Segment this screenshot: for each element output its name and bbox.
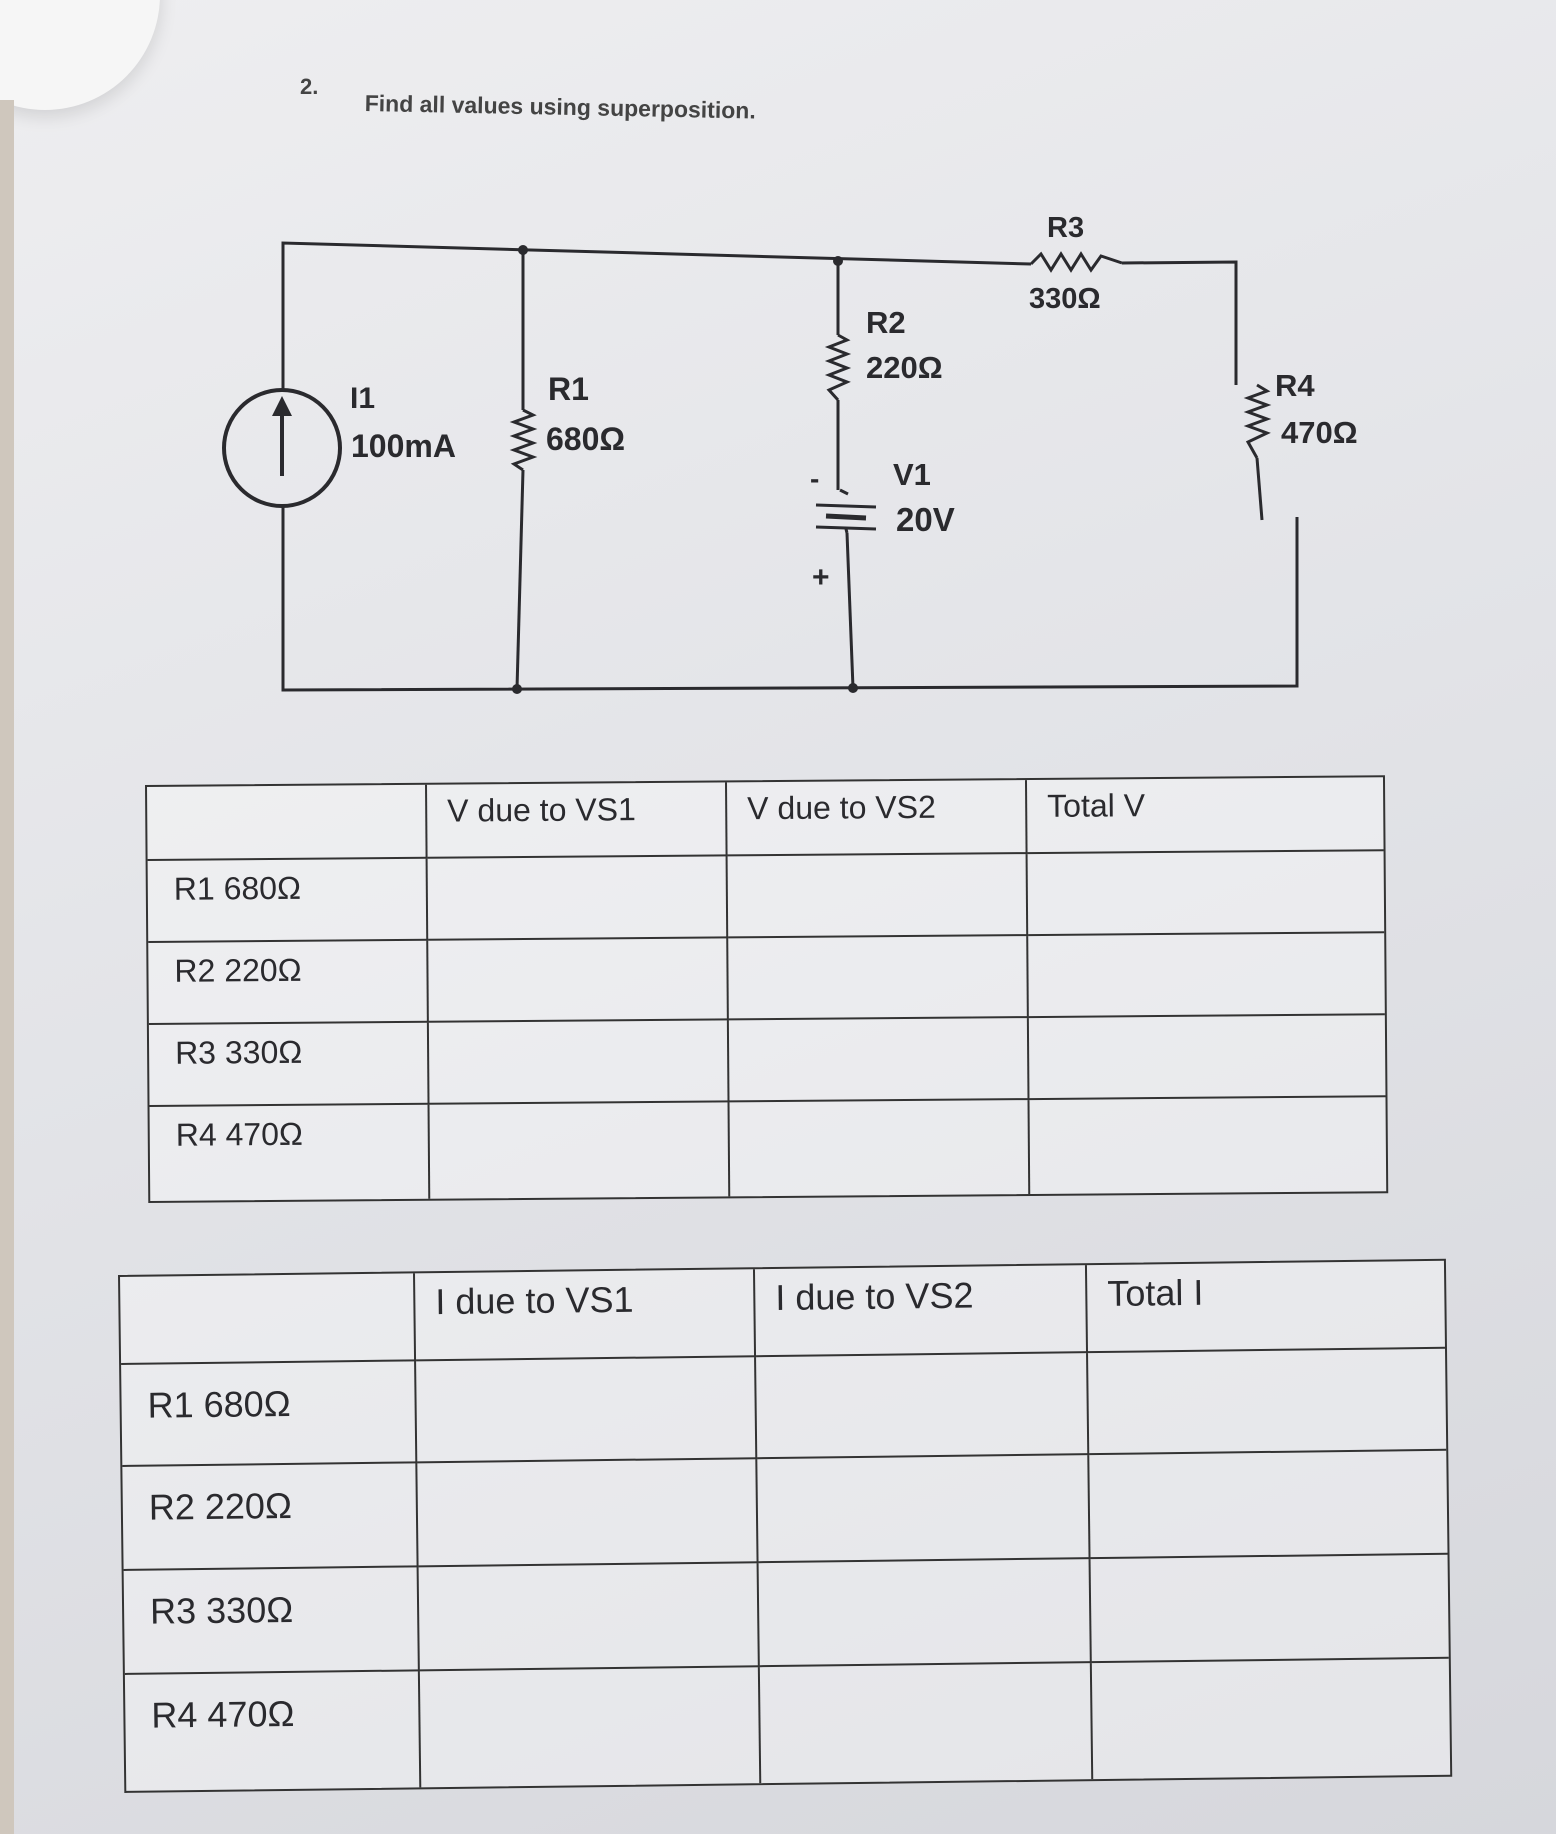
r1-resistor-symbol — [509, 408, 538, 472]
current-r4-vs2-cell[interactable] — [759, 1663, 1094, 1784]
voltage-r3-vs1-cell[interactable] — [428, 1020, 730, 1105]
circuit-wires — [281, 241, 1299, 692]
voltage-r3-total-cell[interactable] — [1028, 1015, 1386, 1101]
current-header-blank — [120, 1273, 417, 1365]
voltage-header-total: Total V — [1026, 777, 1384, 855]
voltage-header-vs1: V due to VS1 — [427, 782, 728, 859]
current-r3-vs1-cell[interactable] — [418, 1563, 760, 1672]
current-row-label-r3: R3 330Ω — [123, 1567, 420, 1675]
current-r2-vs2-cell[interactable] — [757, 1455, 1091, 1564]
r1-name-label: R1 — [548, 371, 589, 407]
v1-plus-label: + — [812, 561, 830, 594]
current-r4-total-cell[interactable] — [1092, 1659, 1450, 1779]
voltage-row-label-r1: R1 680Ω — [147, 858, 429, 943]
circuit-diagram: I1 100mA R1 680Ω R2 220Ω R3 330Ω R4 470Ω… — [222, 212, 1358, 694]
v1-name-label: V1 — [893, 457, 931, 492]
battery-short-plate — [825, 513, 867, 521]
current-r4-vs1-cell[interactable] — [419, 1667, 762, 1788]
current-r3-total-cell[interactable] — [1090, 1554, 1449, 1664]
current-source-circle — [222, 388, 342, 508]
v1-minus-label: - — [810, 463, 819, 494]
current-row-label-r2: R2 220Ω — [122, 1463, 419, 1571]
voltage-r1-vs2-cell[interactable] — [727, 854, 1029, 939]
current-row-label-r4: R4 470Ω — [124, 1671, 422, 1791]
current-table: I due to VS1 I due to VS2 Total I R1 680… — [118, 1258, 1453, 1793]
voltage-r4-vs1-cell[interactable] — [429, 1102, 731, 1199]
voltage-r4-vs2-cell[interactable] — [729, 1100, 1031, 1197]
voltage-row-label-r4: R4 470Ω — [149, 1104, 431, 1201]
voltage-header-blank — [147, 784, 428, 861]
v1-value-label: 20V — [896, 501, 955, 538]
current-r2-total-cell[interactable] — [1089, 1450, 1448, 1560]
r4-name-label: R4 — [1275, 368, 1315, 403]
current-header-total: Total I — [1086, 1260, 1446, 1354]
r3-name-label: R3 — [1047, 212, 1084, 244]
battery-to-bottom — [845, 532, 855, 689]
r1-bottom-lead — [515, 469, 525, 690]
r2-value-label: 220Ω — [866, 350, 943, 385]
voltage-r2-total-cell[interactable] — [1028, 933, 1385, 1019]
i1-value-label: 100mA — [351, 428, 456, 464]
top-wire-left — [281, 241, 1032, 390]
voltage-r3-vs2-cell[interactable] — [728, 1018, 1030, 1103]
current-arrow-icon — [272, 396, 292, 416]
r4-bottom-lead — [1255, 457, 1264, 521]
current-r1-vs1-cell[interactable] — [416, 1357, 758, 1464]
r3-value-label: 330Ω — [1029, 283, 1101, 315]
voltage-row-label-r2: R2 220Ω — [148, 940, 429, 1025]
current-r3-vs2-cell[interactable] — [758, 1559, 1092, 1668]
battery-long-plate — [815, 503, 877, 509]
battery-long-plate-2 — [815, 525, 877, 531]
r3-resistor-symbol — [1029, 251, 1123, 273]
top-wire-right — [1121, 260, 1238, 385]
battery-symbol — [815, 488, 877, 534]
desk-edge — [0, 100, 14, 1834]
current-source — [222, 388, 342, 508]
i1-name-label: I1 — [350, 382, 375, 415]
voltage-r2-vs2-cell[interactable] — [728, 936, 1029, 1021]
current-r1-total-cell[interactable] — [1088, 1348, 1447, 1456]
r2-resistor-symbol — [824, 333, 852, 402]
r1-value-label: 680Ω — [546, 421, 625, 457]
r4-resistor-symbol — [1243, 383, 1272, 459]
current-r2-vs1-cell[interactable] — [417, 1459, 759, 1568]
voltage-row-label-r3: R3 330Ω — [148, 1022, 430, 1107]
current-header-vs2: I due to VS2 — [754, 1265, 1089, 1358]
question-number: 2. — [300, 74, 319, 99]
voltage-r1-vs1-cell[interactable] — [427, 856, 729, 941]
r2-name-label: R2 — [866, 305, 906, 340]
bottom-wire — [281, 506, 1299, 692]
voltage-header-vs2: V due to VS2 — [726, 780, 1028, 857]
voltage-r2-vs1-cell[interactable] — [428, 938, 729, 1023]
current-header-vs1: I due to VS1 — [415, 1269, 757, 1362]
junction-dots — [512, 245, 858, 694]
voltage-r4-total-cell[interactable] — [1030, 1097, 1387, 1194]
current-row-label-r1: R1 680Ω — [121, 1361, 418, 1467]
r4-value-label: 470Ω — [1281, 415, 1358, 450]
voltage-table: V due to VS1 V due to VS2 Total V R1 680… — [145, 775, 1389, 1203]
current-r1-vs2-cell[interactable] — [756, 1353, 1090, 1460]
voltage-r1-total-cell[interactable] — [1027, 851, 1385, 937]
